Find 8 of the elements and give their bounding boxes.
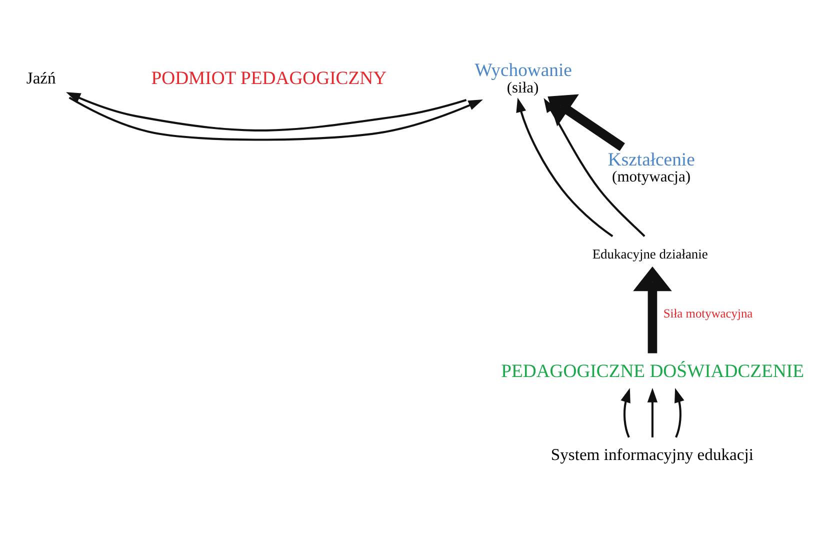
node-text: System informacyjny edukacji: [550, 445, 754, 464]
node-text: Edukacyjne działanie: [592, 246, 708, 262]
node-text: Jaźń: [26, 68, 56, 88]
edge-label: Siła motywacyjna: [663, 306, 753, 320]
node-text: Kształcenie (motywacja): [608, 149, 695, 186]
node-text: PODMIOT PEDAGOGICZNY: [151, 68, 387, 89]
node-text: Wychowanie (siła): [474, 60, 572, 96]
node-text: PEDAGOGICZNE DOŚWIADCZENIE: [501, 360, 804, 382]
